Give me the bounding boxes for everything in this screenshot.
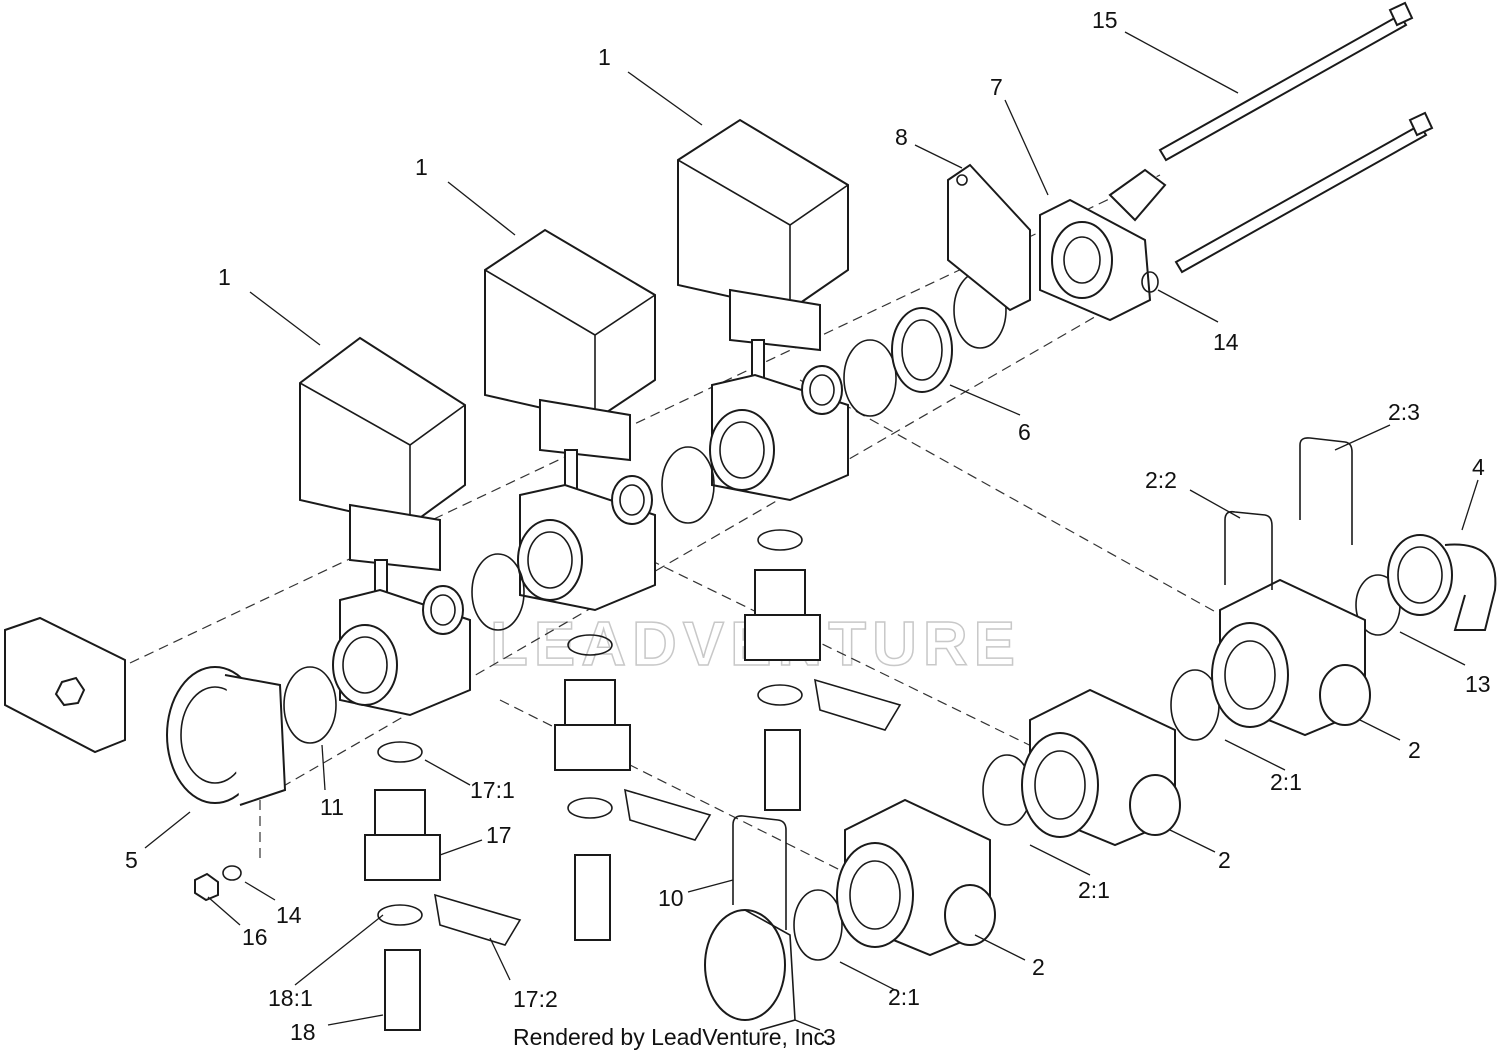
callout-10: 10 — [658, 885, 684, 911]
leader-lines — [144, 31, 1479, 1031]
manifold-body-2-middle — [1021, 688, 1181, 847]
fitting-stack-left — [364, 741, 522, 1031]
render-credit: Rendered by LeadVenture, Inc. — [513, 1024, 831, 1050]
bracket-part-8 — [947, 163, 1031, 312]
callout-2-1-lower: 2:1 — [888, 984, 920, 1010]
callout-4: 4 — [1472, 454, 1485, 480]
callout-2-upper: 2 — [1408, 737, 1421, 763]
callout-1-middle: 1 — [415, 154, 428, 180]
callout-2-middle: 2 — [1218, 847, 1231, 873]
callout-17-1: 17:1 — [470, 777, 515, 803]
end-flange-part-5 — [4, 616, 287, 806]
callout-14-lower: 14 — [276, 902, 302, 928]
nut-part-16 — [194, 865, 242, 902]
callout-17: 17 — [486, 822, 512, 848]
elbow-part-4 — [1387, 534, 1497, 631]
callout-18-1: 18:1 — [268, 985, 313, 1011]
manifold-body-2-lower — [836, 798, 996, 957]
manifold-body-2-upper — [1211, 578, 1371, 737]
callout-13: 13 — [1465, 671, 1491, 697]
callout-2-1-middle: 2:1 — [1078, 877, 1110, 903]
callout-3: 3 — [823, 1024, 836, 1050]
clips — [732, 437, 1353, 930]
callout-labels: 1 1 1 15 7 8 14 6 2:3 2:2 4 13 2 2:1 2 2… — [125, 7, 1491, 1050]
callout-2-lower: 2 — [1032, 954, 1045, 980]
washer-part-14-upper — [1141, 271, 1159, 293]
cap-part-3 — [704, 909, 796, 1031]
bushing-part-6 — [891, 307, 953, 393]
fitting-stack-middle — [554, 634, 712, 941]
valve-actuator-middle — [484, 228, 656, 612]
callout-5: 5 — [125, 847, 138, 873]
callout-18: 18 — [290, 1019, 316, 1045]
valve-actuator-right — [677, 118, 849, 502]
fitting-stack-right — [744, 529, 902, 811]
callout-1-left: 1 — [218, 264, 231, 290]
callout-1-right: 1 — [598, 44, 611, 70]
callout-16: 16 — [242, 924, 268, 950]
callout-11: 11 — [320, 794, 344, 820]
end-cap-part-7 — [1039, 168, 1167, 322]
long-bolts-part-15 — [1158, 1, 1434, 274]
callout-2-1-upper: 2:1 — [1270, 769, 1302, 795]
callout-2-2: 2:2 — [1145, 467, 1177, 493]
callout-7: 7 — [990, 74, 1003, 100]
callout-15: 15 — [1092, 7, 1118, 33]
callout-14-upper: 14 — [1213, 329, 1239, 355]
callout-2-3: 2:3 — [1388, 399, 1420, 425]
callout-8: 8 — [895, 124, 908, 150]
valve-actuator-left — [299, 336, 471, 717]
callout-17-2: 17:2 — [513, 986, 558, 1012]
callout-6: 6 — [1018, 419, 1031, 445]
